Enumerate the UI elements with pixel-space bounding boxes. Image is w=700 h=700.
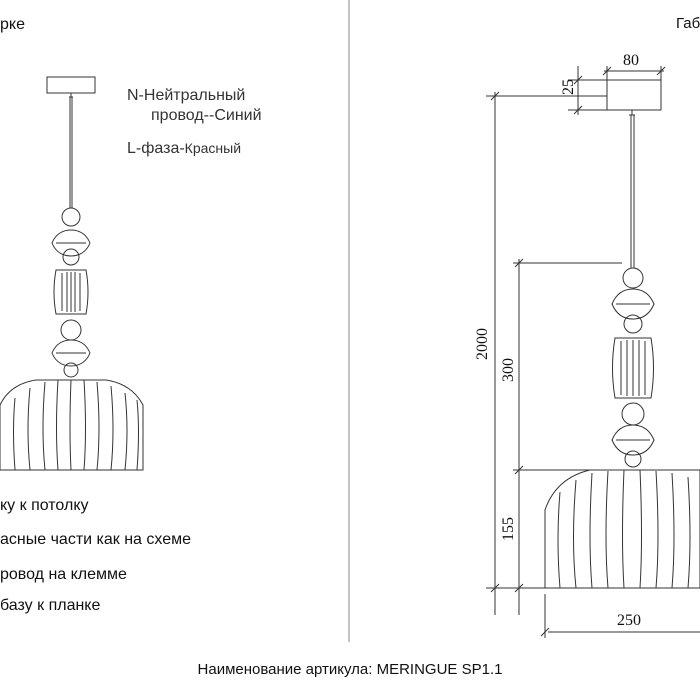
- instruction-2: асные части как на схеме: [0, 531, 192, 548]
- left-cylinder: [53, 269, 89, 315]
- neutral-wire-label: N-Нейтральный: [127, 87, 246, 104]
- right-ball-1: [622, 267, 644, 289]
- right-ball-4: [624, 450, 642, 468]
- instruction-4: базу к планке: [0, 597, 101, 614]
- instruction-3: ровод на клемме: [0, 566, 127, 583]
- right-lamp-drawing: [544, 79, 700, 589]
- dim-canopy-width: 80: [623, 52, 639, 69]
- phase-wire-label: L-фаза-Красный: [127, 140, 241, 158]
- dim-shade-width: 250: [617, 612, 641, 629]
- left-lamp-drawing: [0, 76, 144, 471]
- left-ball-2: [62, 248, 80, 266]
- neutral-wire-color: провод--Синий: [151, 107, 262, 124]
- right-canopy: [606, 79, 662, 111]
- left-canopy: [46, 76, 96, 94]
- left-ball-3: [60, 319, 82, 341]
- left-header-text: рке: [0, 16, 25, 33]
- dim-canopy-height: 25: [560, 79, 577, 95]
- left-ball-4: [63, 362, 79, 378]
- article-caption: Наименование артикула: MERINGUE SP1.1: [197, 661, 503, 678]
- phase-wire-color: Красный: [184, 140, 242, 156]
- left-ball-1: [61, 207, 81, 227]
- left-rib: [13, 397, 16, 471]
- phase-wire-prefix: L-фаза-: [127, 140, 185, 157]
- right-shade-outline: [544, 469, 700, 589]
- dim-total-height: 2000: [474, 328, 491, 360]
- right-disc-2: [611, 424, 655, 456]
- instruction-1: ку к потолку: [0, 497, 89, 514]
- left-shade-outline: [0, 379, 144, 471]
- right-header-text: Габ: [676, 15, 700, 32]
- dim-body-height: 300: [500, 358, 517, 382]
- left-disc-1: [51, 229, 91, 257]
- dimension-lines: [486, 66, 700, 638]
- right-ball-3: [621, 402, 645, 426]
- right-ball-2: [623, 314, 643, 334]
- dim-shade-height: 155: [500, 517, 517, 541]
- left-disc-2: [51, 339, 91, 367]
- right-cylinder: [612, 337, 654, 399]
